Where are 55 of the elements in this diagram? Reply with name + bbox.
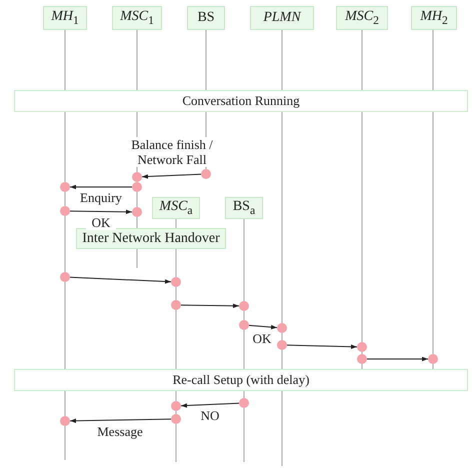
entity-box [112,6,162,30]
message-arrow [70,418,172,424]
message-dot [171,300,181,310]
message-dot [277,323,287,333]
message-arrow [180,402,240,408]
entity-label: MH$_{2}$ [420,9,448,27]
entity-box [152,197,200,219]
entity-box [250,6,314,30]
entity-label: MSC$_{1}$ [120,9,154,27]
entity-label: PLMN [263,10,301,26]
message-dot [239,301,249,311]
message-dot [132,182,142,192]
message-dot [239,320,249,330]
message-dot [60,416,70,426]
phase-bar [14,90,468,112]
message-dot [171,277,181,287]
message-dot [60,206,70,216]
message-dot [201,169,211,179]
message-dot [171,401,181,411]
message-arrow [366,356,428,362]
entity-label: MSC$_{2}$ [345,9,379,27]
entity-label: MH$_{1}$ [51,9,79,27]
entity-box [76,228,226,249]
lifeline [432,112,434,370]
phase-bar [14,369,468,391]
message-dot [428,354,438,364]
message-arrow [248,324,278,330]
message-arrow [70,276,172,284]
entity-box [336,6,388,30]
message-dot [60,272,70,282]
phase-label: Re-call Setup (with delay) [172,372,310,388]
entity-box [187,6,225,30]
entity-label: BS [197,10,215,26]
entity-label: Inter Network Handover [82,230,220,246]
message-arrow [142,174,202,179]
edge-label: Balance finish / Network Fall [131,137,213,167]
entity-label: MSC$_{a}$ [159,199,193,217]
phase-label: Conversation Running [182,93,300,109]
message-arrow [70,210,132,214]
message-dot [239,398,249,408]
message-arrow [180,304,240,308]
message-dot [60,182,70,192]
message-dot [357,354,367,364]
message-dot [357,342,367,352]
entity-label: BS$_{a}$ [232,199,256,217]
message-dot [171,414,181,424]
message-arrow [286,344,358,349]
message-dot [277,340,287,350]
entity-box [43,6,87,30]
lifeline [432,30,434,90]
entity-box [225,197,263,219]
entity-box [411,6,457,30]
message-arrow [70,184,132,190]
message-dot [132,207,142,217]
message-dot [132,172,142,182]
